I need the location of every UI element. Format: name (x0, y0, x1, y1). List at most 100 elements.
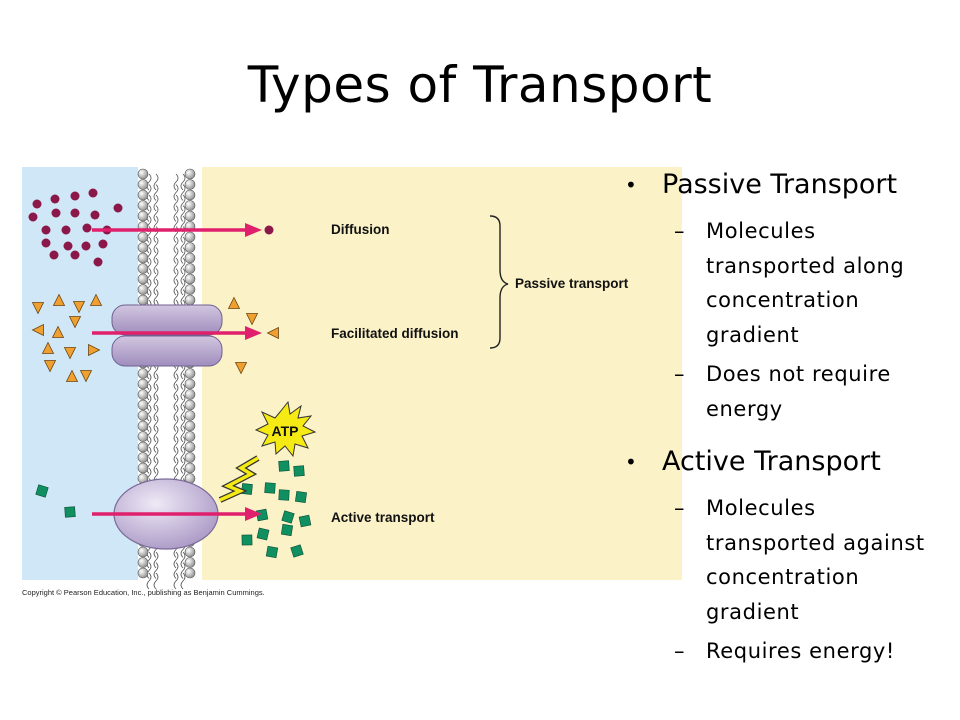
solute-dot (70, 250, 80, 260)
lipid-head (184, 189, 196, 201)
bullet-list: • Passive Transport – Molecules transpor… (622, 168, 952, 674)
solute-dot (264, 225, 274, 235)
solute-square (241, 534, 253, 546)
solute-triangle (31, 323, 44, 337)
lipid-head (184, 252, 196, 264)
bullet-dot: • (625, 173, 637, 197)
lipid-head (184, 567, 196, 579)
solute-square (281, 510, 295, 524)
solute-triangle (72, 301, 86, 314)
solute-dot (70, 208, 80, 218)
atp-label: ATP (272, 423, 299, 439)
transport-arrows (92, 223, 262, 521)
lipid-head (137, 168, 149, 180)
lipid-head (137, 284, 149, 295)
label-active-transport: Active transport (331, 510, 435, 525)
solute-triangle (51, 325, 65, 338)
lipid-head (184, 462, 196, 474)
solute-square (295, 491, 307, 503)
solute-square (64, 506, 76, 518)
solute-square (298, 514, 312, 528)
lipid-head (137, 410, 149, 421)
lipid-head (184, 378, 196, 390)
lipid-head (137, 231, 149, 243)
passive-point-1: – Molecules transported along concentrat… (674, 219, 905, 347)
solute-triangle (234, 362, 248, 375)
solute-square (293, 465, 305, 477)
channel-protein (111, 304, 223, 367)
active-point-2: – Requires energy! (674, 639, 895, 663)
solute-square (290, 544, 304, 558)
lipid-head (137, 368, 149, 379)
intracellular-region (202, 167, 682, 580)
lipid-head (184, 452, 196, 463)
lipid-head (137, 179, 149, 190)
lipid-head (184, 441, 196, 453)
lipid-head (184, 168, 196, 180)
lipid-head (137, 557, 149, 568)
lipid-head (184, 557, 196, 568)
active-arrowhead (245, 507, 262, 521)
solute-dot (32, 199, 42, 209)
atp-energy-symbol: ATP (218, 400, 317, 503)
label-facilitated-diffusion: Facilitated diffusion (331, 326, 459, 341)
solute-dot (41, 238, 51, 248)
lipid-head (137, 431, 149, 442)
solute-square (265, 545, 279, 559)
lipid-head (184, 210, 196, 222)
solute-triangle (79, 370, 93, 383)
solute-square (264, 482, 276, 494)
lipid-head (137, 399, 149, 411)
lipid-head (184, 546, 196, 558)
solute-square (278, 460, 290, 472)
lipid-head (137, 294, 149, 306)
solute-square (278, 489, 290, 501)
lipid-head (184, 242, 196, 253)
lipid-head (184, 200, 196, 211)
solute-dot (51, 208, 61, 218)
lipid-head (137, 462, 149, 474)
solute-dot (90, 210, 100, 220)
solute-triangle (88, 343, 101, 357)
passive-point-2: – Does not require energy (674, 362, 891, 421)
passive-heading: Passive Transport (662, 169, 898, 200)
lipid-head (137, 210, 149, 222)
solute-dot (63, 241, 73, 251)
solute-triangle (68, 316, 82, 329)
lipid-head (137, 567, 149, 579)
solute-dot (82, 223, 92, 233)
solute-dot (93, 257, 103, 267)
lipid-head (137, 378, 149, 390)
lipid-head (184, 263, 196, 274)
solute-triangle (63, 347, 77, 360)
lipid-head (184, 389, 196, 400)
solute-triangle (43, 360, 57, 373)
solute-dot (81, 241, 91, 251)
lipid-head (137, 389, 149, 400)
lipid-head (184, 273, 196, 285)
solute-dot (61, 225, 71, 235)
molecules (28, 188, 312, 559)
label-passive-transport: Passive transport (515, 276, 629, 291)
lipid-head (184, 420, 196, 432)
solute-dot (70, 191, 80, 201)
solute-triangle (245, 313, 259, 326)
facilitated-arrowhead (245, 326, 262, 340)
solute-dot (113, 203, 123, 213)
solute-dot (88, 188, 98, 198)
lipid-head (137, 252, 149, 264)
bullet-dot: • (625, 450, 637, 474)
lipid-head (137, 242, 149, 253)
membrane-transport-diagram: ATP Diffusion Facilitated diffusion Acti… (22, 167, 682, 597)
lipid-head (137, 263, 149, 274)
active-point-1: – Molecules transported against concentr… (674, 496, 925, 624)
solute-triangle (52, 293, 66, 306)
atp-burst (254, 400, 317, 458)
lipid-head (137, 273, 149, 285)
solute-triangle (227, 296, 241, 309)
lipid-head (137, 452, 149, 463)
solute-square (256, 527, 270, 541)
label-diffusion: Diffusion (331, 222, 390, 237)
solute-triangle (41, 341, 55, 354)
lipid-head (184, 431, 196, 442)
